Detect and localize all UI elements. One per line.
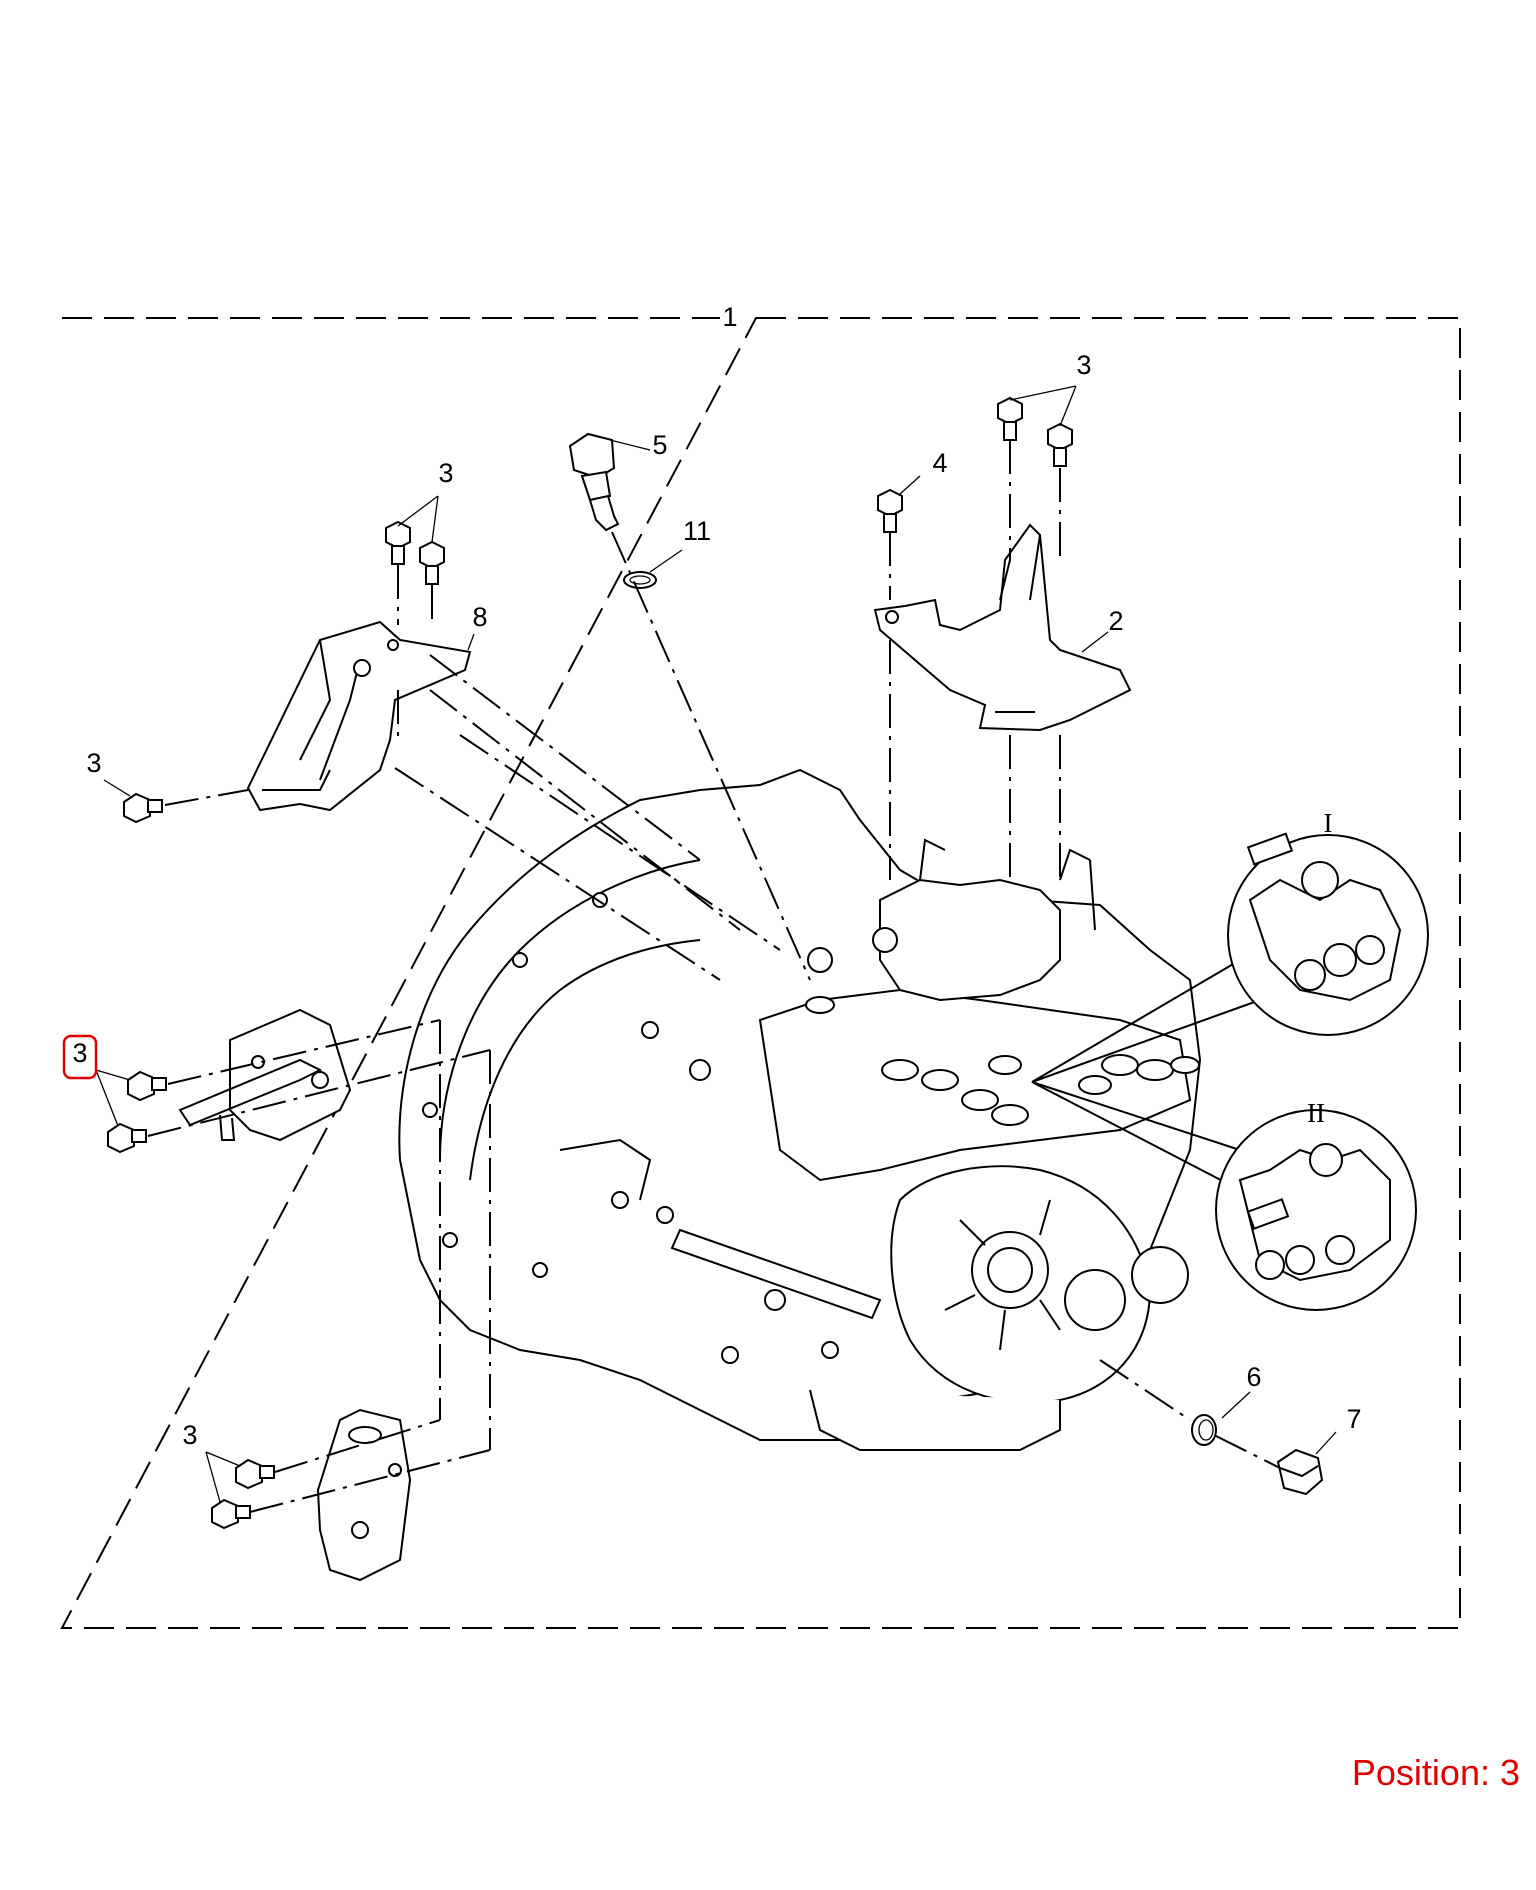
bracket-right bbox=[873, 523, 1132, 732]
o-ring bbox=[623, 571, 657, 589]
callout-3-bottom: 3 bbox=[182, 1420, 197, 1450]
callout-8: 8 bbox=[472, 602, 487, 632]
washer bbox=[1191, 1414, 1217, 1446]
mount-plate-left bbox=[178, 1008, 352, 1142]
callout-3-highlighted[interactable]: 3 bbox=[72, 1038, 87, 1068]
position-indicator: Position: 3 bbox=[1351, 1752, 1520, 1793]
callout-labels: 1 3 8 3 5 11 4 3 2 3 3 6 7 I II bbox=[72, 302, 1361, 1450]
detail-view-I bbox=[1031, 832, 1429, 1083]
leader-lines bbox=[95, 385, 1337, 1503]
assembly-frame bbox=[60, 317, 1461, 1629]
callout-2: 2 bbox=[1108, 606, 1123, 636]
sensor bbox=[568, 432, 620, 532]
drain-plug bbox=[1276, 1448, 1324, 1496]
callout-3-top-left: 3 bbox=[438, 458, 453, 488]
detail-label-I: I bbox=[1324, 808, 1333, 838]
bolts bbox=[107, 396, 1073, 1530]
callout-3-left-mid: 3 bbox=[86, 748, 101, 778]
callout-4: 4 bbox=[932, 448, 947, 478]
bracket-left bbox=[246, 620, 472, 812]
transmission-housing bbox=[398, 768, 1202, 1451]
callout-11: 11 bbox=[683, 516, 711, 546]
callout-1: 1 bbox=[722, 302, 737, 332]
mount-bottom bbox=[316, 1408, 412, 1582]
assembly-lines bbox=[147, 440, 1281, 1513]
callout-6: 6 bbox=[1246, 1362, 1261, 1392]
callout-5: 5 bbox=[652, 430, 667, 460]
callout-7: 7 bbox=[1346, 1404, 1361, 1434]
detail-view-II bbox=[1031, 1081, 1417, 1311]
callout-3-top-right: 3 bbox=[1076, 350, 1091, 380]
selected-callout-highlight bbox=[62, 1034, 98, 1080]
detail-label-II: II bbox=[1307, 1098, 1325, 1128]
